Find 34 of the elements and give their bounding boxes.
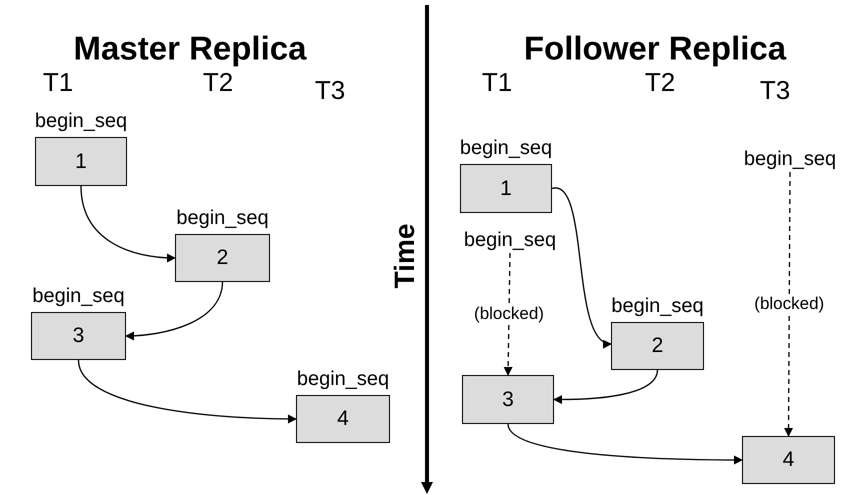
column-label: T1 [42, 69, 74, 95]
column-label: T1 [482, 69, 512, 95]
process-box: 1 [460, 164, 552, 213]
column-label: T2 [202, 69, 234, 95]
sequence-label: begin_seq [31, 285, 126, 307]
sequence-label: begin_seq [34, 110, 128, 132]
section-title: Master Replica [74, 32, 306, 64]
process-box: 3 [31, 312, 126, 360]
arrow [80, 186, 176, 262]
column-label: T3 [760, 77, 790, 103]
arrow [78, 360, 297, 424]
sequence-label: begin_seq [727, 148, 853, 170]
arrow [552, 188, 612, 346]
process-box: 4 [296, 395, 390, 443]
section-title: Follower Replica [524, 32, 786, 64]
arrow [125, 282, 224, 340]
process-box: 3 [462, 375, 554, 424]
column-label: T2 [644, 69, 676, 95]
column-label: T3 [314, 77, 346, 103]
process-box: 2 [611, 322, 704, 370]
process-box: 1 [35, 137, 127, 186]
axis-label: Time [391, 224, 419, 288]
sequence-label: begin_seq [610, 295, 705, 317]
edge-label: (blocked) [753, 294, 826, 314]
sequence-label: begin_seq [458, 137, 554, 159]
sequence-label: begin_seq [296, 368, 390, 390]
arrow [553, 370, 658, 404]
arrow [784, 172, 794, 437]
sequence-label: begin_seq [448, 229, 572, 251]
process-box: 4 [742, 436, 835, 484]
process-box: 2 [175, 234, 270, 282]
arrow [507, 424, 743, 464]
edge-label: (blocked) [473, 304, 545, 324]
sequence-label: begin_seq [175, 207, 270, 229]
